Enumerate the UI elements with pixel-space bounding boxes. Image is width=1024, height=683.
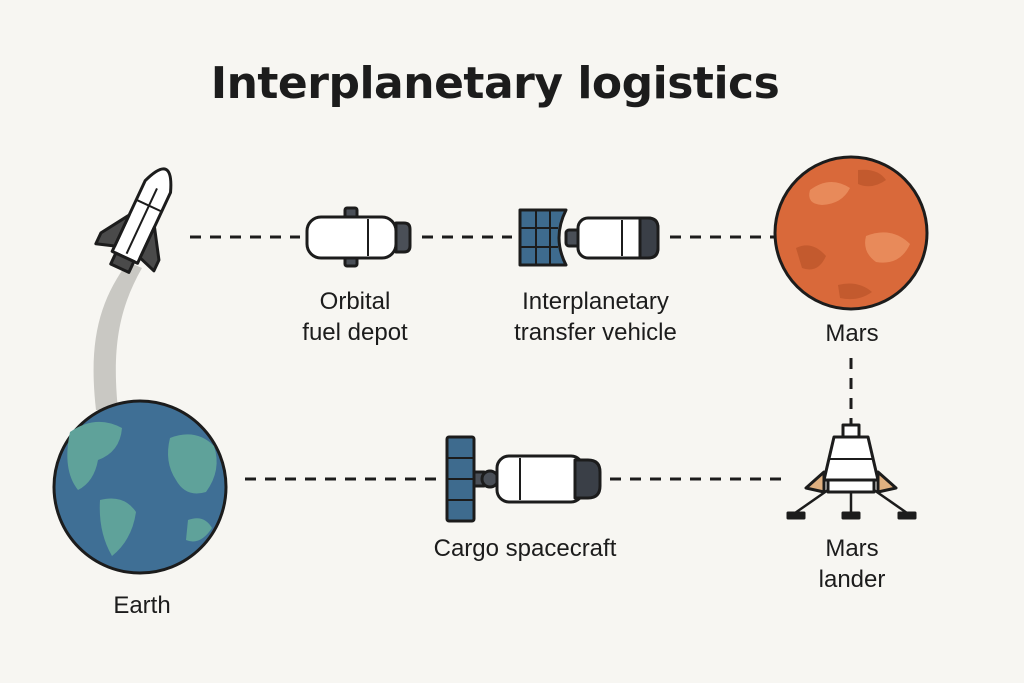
cargo-spacecraft-icon [445,435,602,523]
mars-planet-icon [773,155,929,311]
label-mars-lander-line2: lander [818,566,886,593]
label-mars-lander-line1: Mars [825,535,879,562]
rocket-icon [94,167,173,274]
label-transfer-vehicle-line2: transfer vehicle [514,319,677,346]
label-cargo-spacecraft: Cargo spacecraft [433,535,617,562]
diagram-title: Interplanetary logistics [210,58,780,109]
earth-planet-icon [52,399,228,575]
fuel-depot-icon [305,206,412,268]
launch-trail [93,262,142,410]
mars-lander-icon [786,423,917,520]
label-mars-lander: Mars lander [800,533,904,595]
label-transfer-vehicle-line1: Interplanetary [522,288,669,315]
label-transfer-vehicle: Interplanetary transfer vehicle [493,286,698,348]
label-earth: Earth [113,592,171,619]
label-fuel-depot: Orbital fuel depot [290,286,420,348]
transfer-vehicle-icon [518,208,660,267]
label-mars: Mars [825,320,879,347]
label-fuel-depot-line1: Orbital [319,288,391,315]
label-fuel-depot-line2: fuel depot [302,319,408,346]
